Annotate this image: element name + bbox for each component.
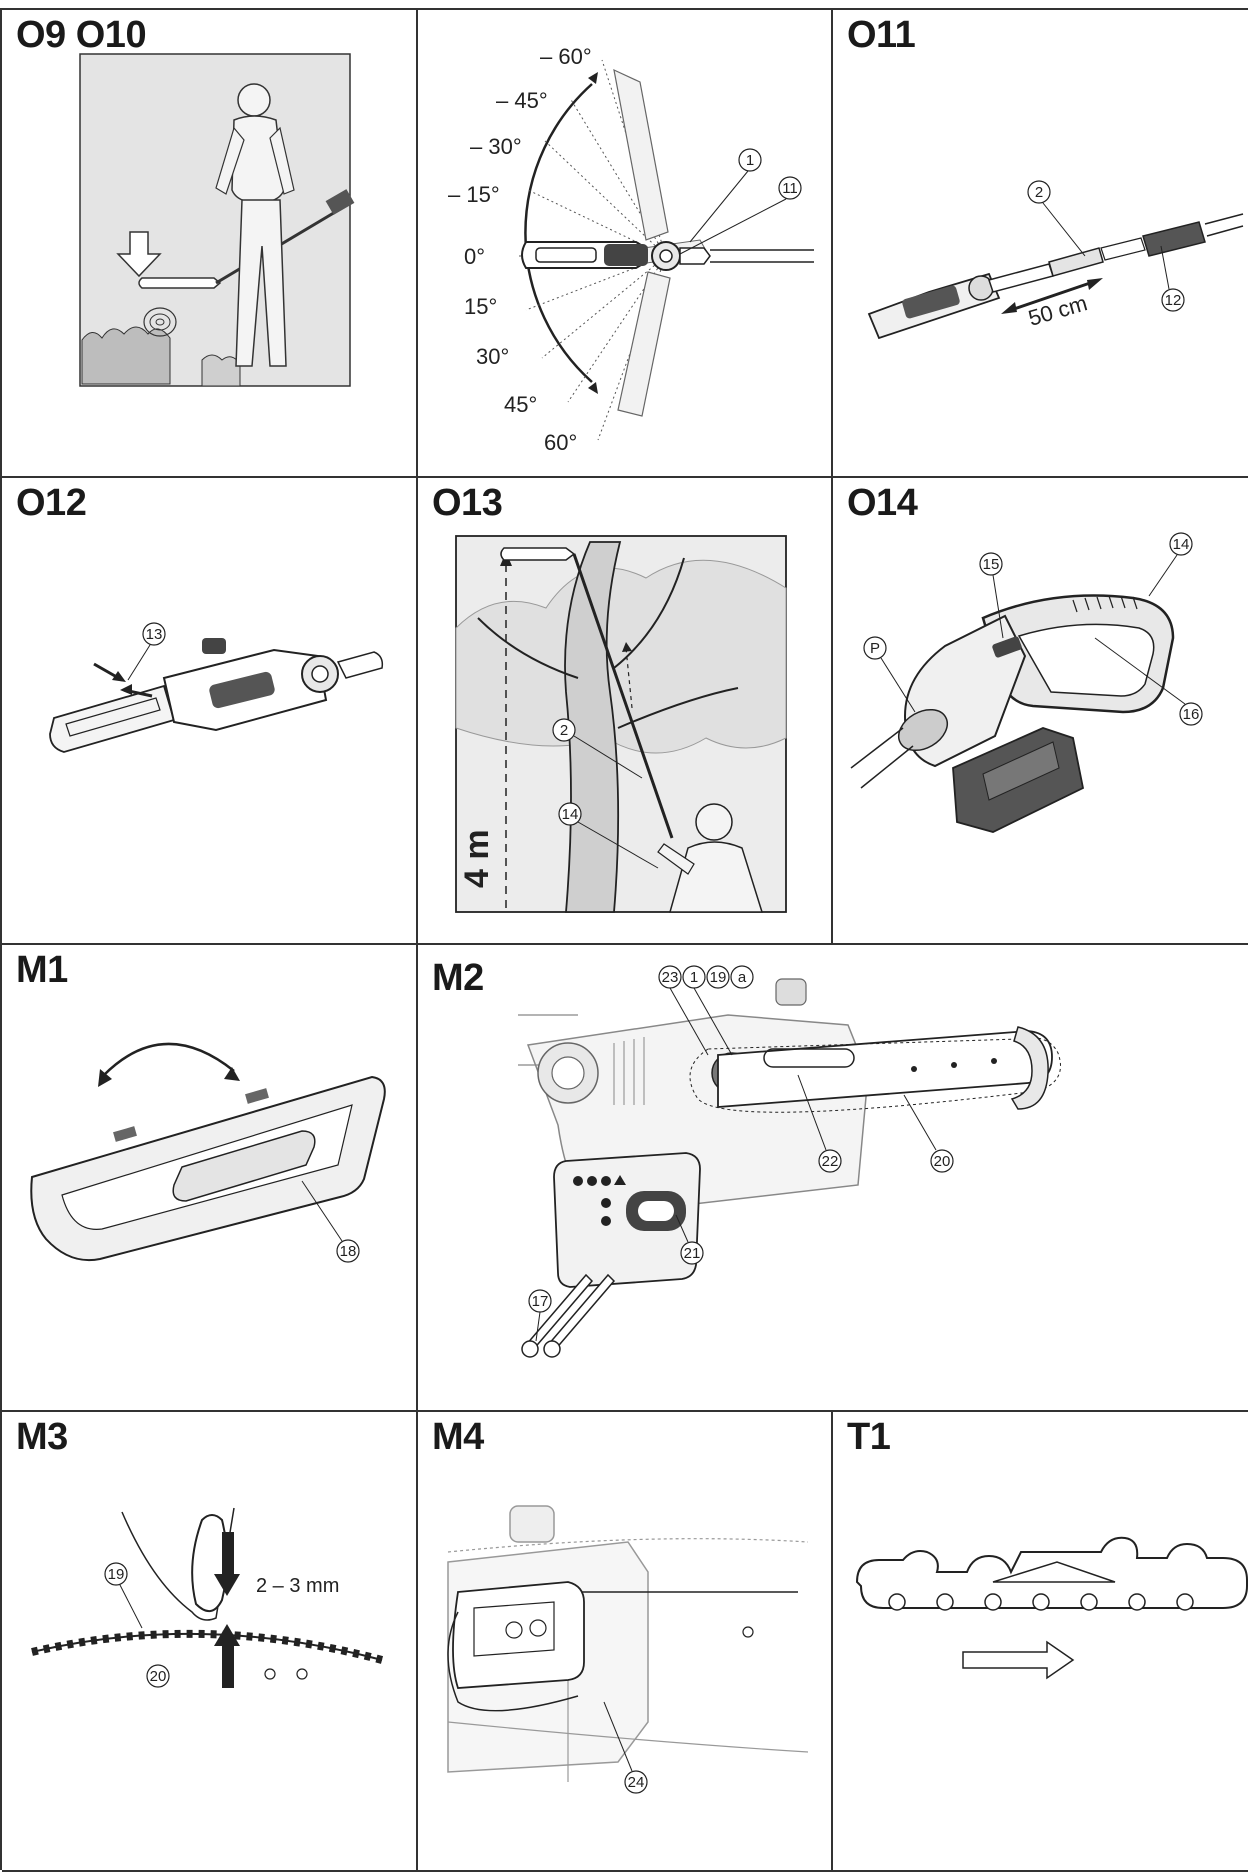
callout-17: 17	[532, 1293, 549, 1310]
callout-19: 19	[710, 969, 727, 986]
callout-2: 2	[560, 722, 568, 739]
callout-22: 22	[822, 1153, 839, 1170]
callout-12: 12	[1165, 292, 1182, 309]
angle-30: 30°	[476, 344, 509, 369]
callout-1: 1	[746, 152, 754, 169]
panel-o12: O12 13	[2, 478, 418, 945]
angle-60: 60°	[544, 430, 577, 455]
callout-14: 14	[562, 806, 579, 823]
callout-2: 2	[1035, 184, 1043, 201]
callout-23: 23	[662, 969, 679, 986]
callout-20: 20	[934, 1153, 951, 1170]
tree-pruning-reach-illustration: 4 m 2 14	[455, 535, 787, 913]
callout-16: 16	[1183, 706, 1200, 723]
bar-cover-illustration: 18	[30, 1042, 386, 1263]
angle-0: 0°	[464, 244, 485, 269]
angle-45: 45°	[504, 392, 537, 417]
angle-minus-30: – 30°	[470, 134, 522, 159]
pole-extension-illustration: 50 cm 2 12	[867, 180, 1244, 340]
callout-1: 1	[690, 969, 698, 986]
panel-m4: M4 24	[418, 1412, 833, 1872]
panel-label: O14	[847, 482, 918, 524]
angle-adjustment-illustration: 1 11 – 60° – 45° – 30° – 15° 0° 15° 30° …	[448, 44, 814, 455]
panel-t1: T1	[833, 1412, 1248, 1872]
panel-label: O12	[16, 482, 87, 524]
panel-label: O9 O10	[16, 14, 147, 56]
panel-m2: M2	[418, 945, 1248, 1412]
figure-grid: O9 O10	[0, 8, 1248, 1872]
panel-label: O11	[847, 14, 916, 56]
panel-label: M1	[16, 949, 68, 991]
callout-24: 24	[628, 1774, 645, 1791]
panel-label: M2	[432, 957, 484, 999]
panel-o9-o10: O9 O10	[2, 10, 418, 478]
callout-14: 14	[1173, 536, 1190, 553]
callout-15: 15	[983, 556, 1000, 573]
panel-o11: O11 50 cm 2 12	[833, 10, 1248, 478]
chain-oiling-illustration: 13	[49, 622, 384, 753]
height-label: 4 m	[458, 829, 496, 888]
chain-direction-illustration	[855, 1536, 1248, 1680]
angle-15: 15°	[464, 294, 497, 319]
bar-chain-assembly-illustration: 23 1 19 a 22 20 21 17	[518, 965, 1061, 1358]
motor-handle-illustration: 15 14 P 16	[850, 532, 1203, 833]
callout-21: 21	[684, 1245, 701, 1262]
panel-label: M3	[16, 1416, 68, 1458]
callout-20: 20	[150, 1668, 167, 1685]
panel-label: M4	[432, 1416, 484, 1458]
chain-tension-illustration: 2 – 3 mm 19 20	[31, 1507, 384, 1688]
distance-label: 50 cm	[1025, 290, 1089, 331]
angle-minus-15: – 15°	[448, 182, 500, 207]
pole-saw-person-illustration	[79, 53, 355, 387]
callout-18: 18	[340, 1243, 357, 1260]
panel-m1: M1 18	[2, 945, 418, 1412]
panel-o13: O13 4 m	[418, 478, 833, 945]
callout-a: a	[738, 969, 747, 986]
panel-m3: M3 2 – 3 mm 19 20	[2, 1412, 418, 1872]
callout-13: 13	[146, 626, 163, 643]
callout-p: P	[870, 640, 880, 657]
panel-label: O13	[432, 482, 503, 524]
angle-minus-45: – 45°	[496, 88, 548, 113]
chain-adjustment-detail-illustration: 24	[447, 1505, 809, 1794]
angle-minus-60: – 60°	[540, 44, 592, 69]
gap-label: 2 – 3 mm	[256, 1575, 339, 1597]
panel-o14: O14	[833, 478, 1248, 945]
callout-11: 11	[782, 180, 798, 197]
panel-label: T1	[847, 1416, 891, 1458]
callout-19: 19	[108, 1566, 125, 1583]
panel-angles: 1 11 – 60° – 45° – 30° – 15° 0° 15° 30° …	[418, 10, 833, 478]
